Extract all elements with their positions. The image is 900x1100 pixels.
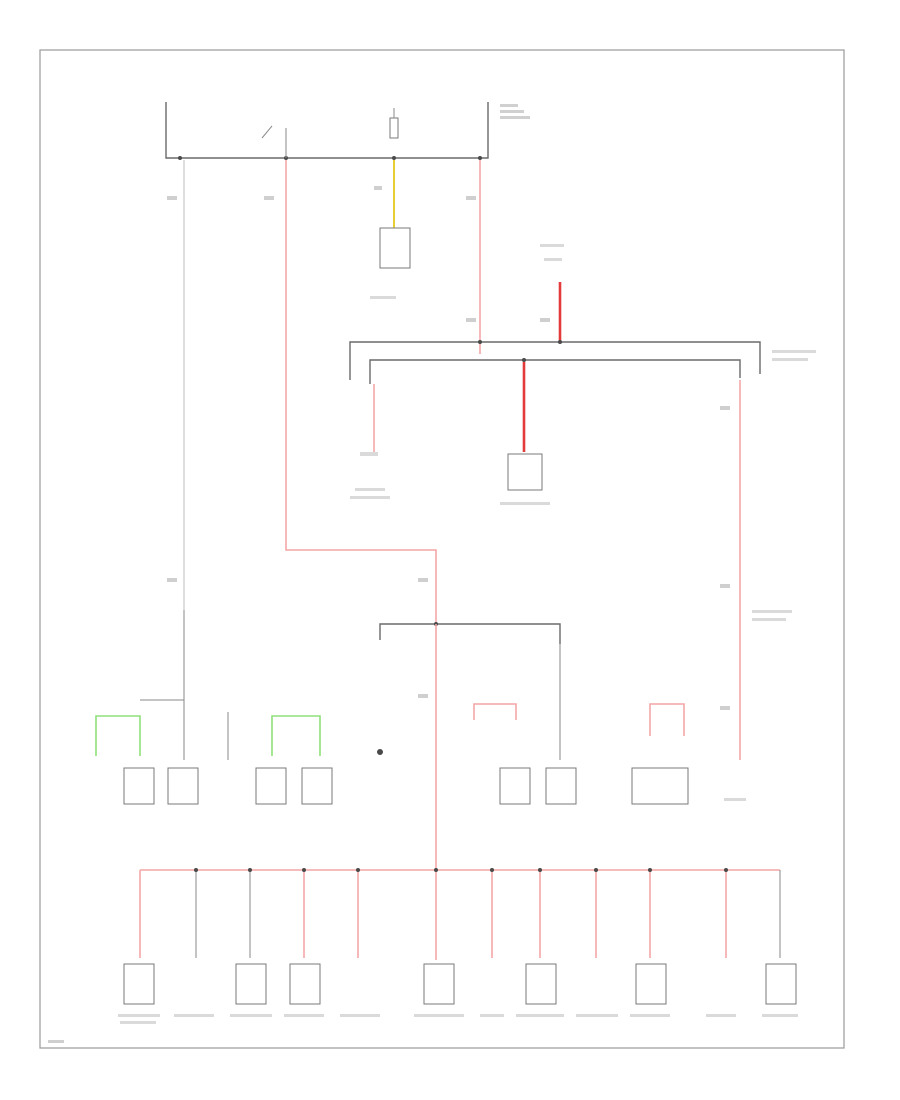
middle-right-branch (720, 380, 792, 801)
yellow-branch (370, 160, 411, 299)
middle-center-branch (500, 362, 550, 505)
fuse-block-bus (379, 622, 561, 644)
ignition-red-wire (264, 160, 437, 622)
component-row-1 (123, 767, 689, 805)
middle-left-branch (350, 384, 390, 499)
component-label-blocks (118, 1014, 798, 1024)
diagram-code-mark (48, 1040, 64, 1043)
dark-red-feed (540, 244, 564, 342)
component-box-icon (379, 227, 411, 269)
fuse-icon (389, 108, 399, 139)
right-fuse-loops (473, 644, 685, 760)
left-fuse-network (95, 610, 321, 760)
battery-feed-label (500, 104, 530, 119)
bottom-distribution-bus (139, 868, 781, 958)
top-power-bus (165, 102, 489, 160)
ignition-switch-icon (261, 125, 287, 158)
center-vertical-wire (377, 624, 437, 960)
diagram-frame (39, 49, 845, 1049)
right-red-feed (466, 160, 481, 354)
left-feed-wire (167, 160, 185, 610)
component-box-icon (507, 453, 543, 491)
component-row-2 (123, 963, 797, 1005)
relay-distribution-bus (349, 340, 816, 384)
